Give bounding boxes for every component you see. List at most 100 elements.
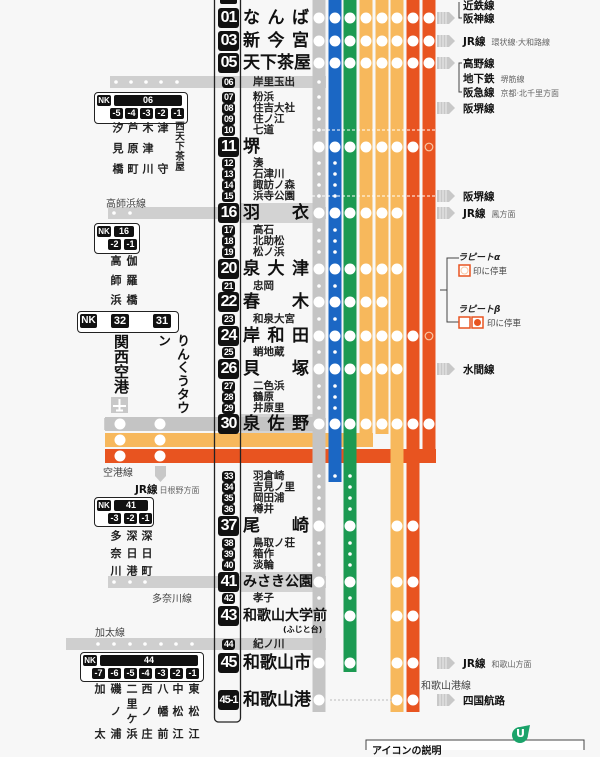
stop-major-gray-01 [313,12,325,24]
stop-major-light-orange-1-03 [360,35,372,47]
station-name: 樽井 [253,502,274,515]
transfer-JR線[interactable]: JR線鳳方面 [463,206,516,221]
stop-minor-gray-42 [317,596,321,600]
stop-major-light-orange-3-01 [391,12,403,24]
shiomibashi-sub-number: -3 [140,108,153,119]
stop-major-gray-41 [313,576,325,588]
stop-major-gray-24 [313,330,325,342]
transfer-阪堺線[interactable]: 阪堺線 [463,189,495,204]
stop-ring-orange-2-11 [424,142,434,152]
kada-station: 八幡前 [156,683,169,739]
stop-major-light-orange-3-30 [391,418,403,430]
station-name: 箱作 [253,547,274,560]
station-number: 21 [222,280,235,292]
station-number: 45 [218,653,239,673]
jr-hineno-transfer[interactable]: JR線日根野方面 [135,482,200,497]
transfer-地下鉄[interactable]: 地下鉄堺筋線 [463,71,525,86]
kada-dot [174,642,178,646]
station-name: 粉浜 [253,90,274,103]
station-number: 40 [222,559,235,571]
station-name: 石津川 [253,167,285,180]
station-name: 住ノ江 [253,112,285,125]
transfer-JR線[interactable]: JR線環状線·大和路線 [463,34,550,49]
stop-major-light-orange-3-20 [391,263,403,275]
transfer-水間線[interactable]: 水間線 [463,362,495,377]
station-name: 春木 [243,292,309,312]
kada-parent-number: 44 [100,655,198,666]
airport-code: 32 [111,314,129,328]
shiomibashi-dot [159,80,163,84]
airport-prefix: NK [80,314,97,328]
stop-major-gray-45 [313,657,325,669]
rapit-alpha-ring-icon [460,266,469,275]
stop-major-blue-30 [329,418,341,430]
stop-major-light-orange-3-03 [391,35,403,47]
transfer-label: 四国航路 [463,695,505,707]
stop-major-light-orange-1-26 [360,363,372,375]
takashinohama-parent-number: 16 [114,226,134,237]
station-number: 44 [222,638,235,650]
station-name: 松ノ浜 [253,245,285,258]
transfer-bracket [458,2,462,19]
station-number: 07 [222,91,235,103]
tanagawa-dot [128,580,132,584]
station-name: 堺 [243,137,260,157]
kada-sub-number: -5 [124,668,137,679]
stop-minor-gray-07 [317,95,321,99]
transfer-label: 阪急線 [463,87,495,99]
stop-minor-green-33 [348,474,352,478]
rapit-beta-icon-1 [458,316,471,329]
shiomibashi-dot [144,80,148,84]
takashinohama-sub-number: -2 [108,239,121,250]
stop-major-gray-05 [313,57,325,69]
junction-band-44 [66,638,326,650]
transfer-阪急線[interactable]: 阪急線京都·北千里方面 [463,85,559,100]
station-name: 北助松 [253,234,285,247]
transfer-高野線[interactable]: 高野線 [463,56,495,71]
shiomibashi-station: 汐見橋 [111,122,124,174]
stop-major-light-orange-3-45 [391,657,403,669]
kada-dot [190,642,194,646]
stop-major-gray-03 [313,35,325,47]
stop-major-light-orange-2-16 [376,207,388,219]
stop-major-green-45 [344,657,356,669]
tanagawa-prefix: NK [97,500,111,511]
station-number: 34 [222,481,235,493]
airport-stop-0-0 [114,418,126,430]
stop-major-green-30 [344,418,356,430]
transfer-阪堺線[interactable]: 阪堺線 [463,101,495,116]
station-name: 和歌山大学前 [243,608,327,624]
station-name: 七道 [253,123,274,136]
kada-prefix: NK [83,655,97,666]
transfer-JR線[interactable]: JR線和歌山方面 [463,656,532,671]
stop-major-orange-1-45 [407,657,419,669]
transfer-四国航路[interactable]: 四国航路 [463,693,505,708]
transfer-近鉄線[interactable]: 近鉄線 [463,0,495,13]
stop-major-gray-26 [313,363,325,375]
stop-major-light-orange-3-24 [391,330,403,342]
transfer-sublabel: 堺筋線 [500,75,525,84]
station-number: 26 [218,359,239,379]
stop-minor-gray-40 [317,563,321,567]
kada-dot [96,642,100,646]
transfer-阪神線[interactable]: 阪神線 [463,11,495,26]
station-name: 岸和田 [243,326,309,346]
kada-dot [128,642,132,646]
station-number: 11 [218,137,239,157]
stop-major-blue-11 [329,141,341,153]
station-name: 湊 [253,156,264,169]
transfer-bracket [458,62,462,93]
tanagawa-sub-number: -3 [108,513,121,524]
station-name: 新今宮 [243,31,309,51]
station-name: みさき公園 [243,574,313,590]
stop-major-orange-2-30 [423,418,435,430]
station-name: 高石 [253,223,274,236]
kada-sub-number: -2 [170,668,183,679]
transfer-label: 阪堺線 [463,191,495,203]
station-number: 43 [218,606,239,626]
station-name: 和泉大宮 [253,312,295,325]
rapit-alpha-title: ラピートα [458,253,501,263]
transfer-label: 地下鉄 [463,73,495,85]
transfer-label: JR線 [463,658,486,670]
stop-minor-gray-33 [317,474,321,478]
